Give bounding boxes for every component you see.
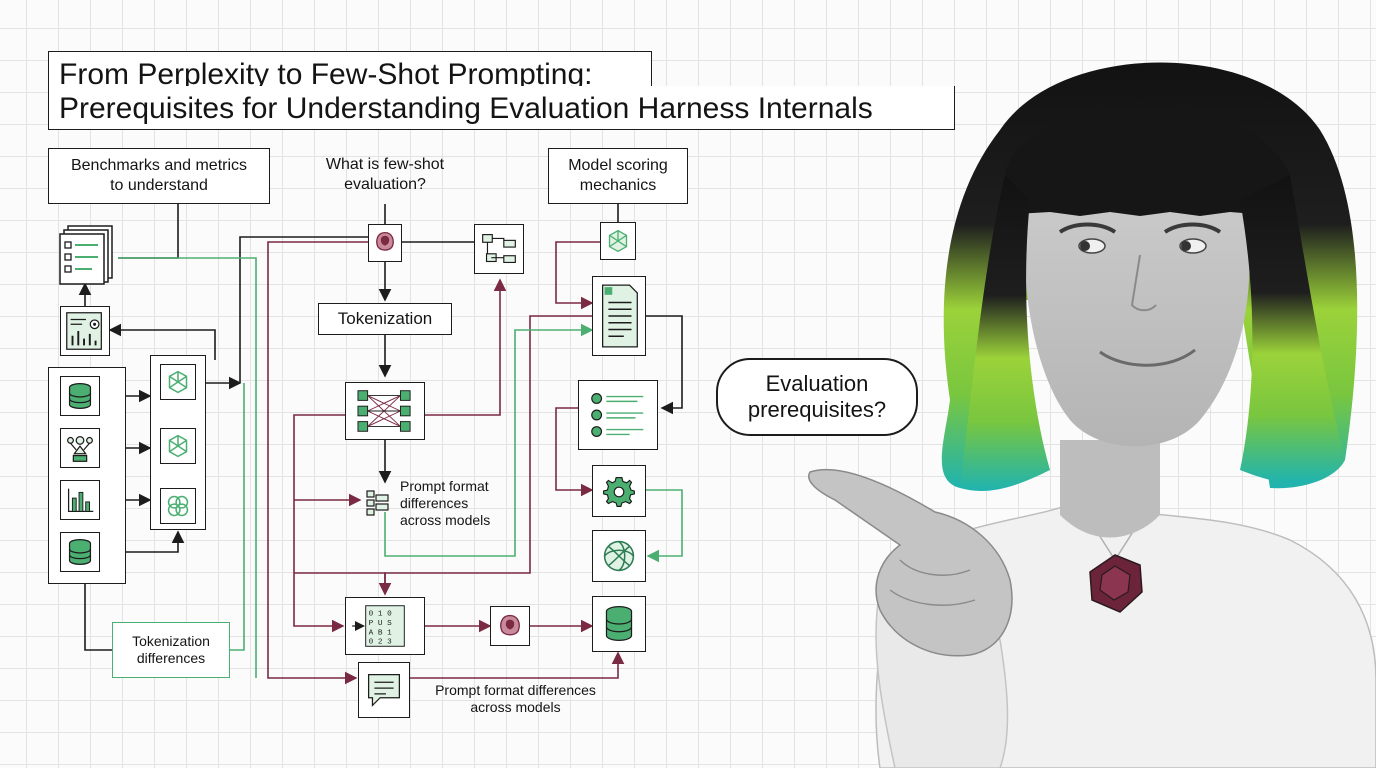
prompt-list-icon [362,485,396,519]
scored-document-icon [592,276,646,356]
prompt-format-bottom-label: Prompt format differences across models [435,682,596,715]
title-line-2: Prerequisites for Understanding Evaluati… [48,86,955,130]
network-matrix-icon [345,382,425,440]
bar-chart-icon [60,480,100,520]
svg-text:0 2 3: 0 2 3 [369,638,393,646]
prompt-format-mid-label: Prompt format differences across models [400,478,491,528]
model-knot-icon [160,488,196,524]
checklist-icon [578,380,658,450]
benchmarks-label-box: Benchmarks and metrics to understand [48,148,270,204]
tokenization-box: Tokenization [318,303,452,335]
rose-brooch-icon [1089,554,1143,613]
database-icon [60,376,100,416]
few-shot-label: What is few-shot evaluation? [325,156,445,193]
chart-report-icon [60,306,110,356]
brain-spiral-icon [592,530,646,582]
svg-text:0 1 0: 0 1 0 [369,610,393,618]
model-knot-icon [160,428,196,464]
rose-icon [368,224,402,262]
model-scoring-label-box: Model scoring mechanics [548,148,688,204]
rose-icon [490,606,530,646]
tokenization-differences-box: Tokenization differences [112,622,230,678]
chat-bubble-icon [358,662,410,718]
gear-icon [592,465,646,517]
stacked-documents-icon [56,222,120,286]
people-hierarchy-icon [60,428,100,468]
model-knot-icon [600,222,636,260]
model-knot-icon [160,364,196,400]
flowchart-icon [474,224,524,274]
database-icon [60,532,100,572]
database-icon [592,596,646,652]
speech-bubble: Evaluation prerequisites? [716,358,918,436]
svg-text:P U S: P U S [369,620,393,628]
svg-text:A B 1: A B 1 [369,630,393,638]
